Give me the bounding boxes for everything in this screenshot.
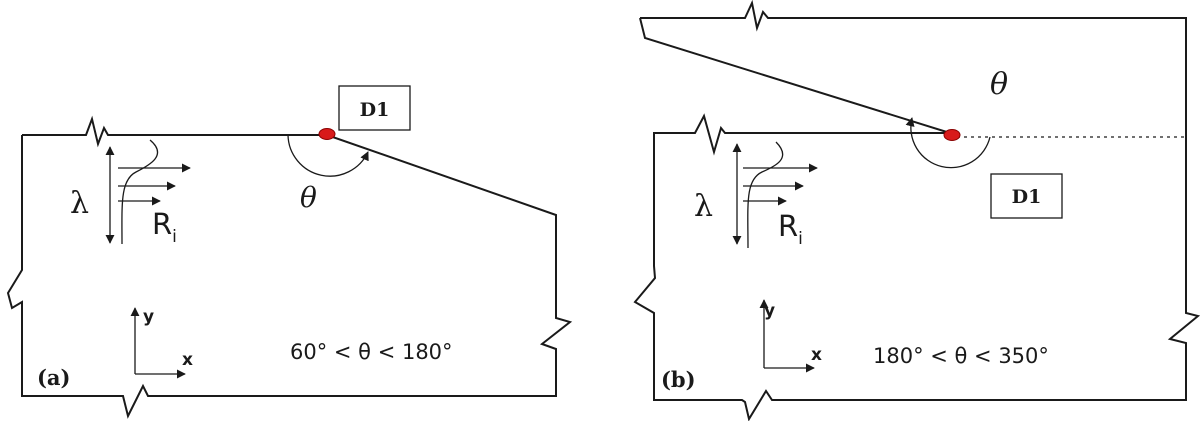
panel-a-label: (a) <box>37 365 70 390</box>
panel-b-x-axis-label: x <box>811 345 822 365</box>
panel-a-singularity-point <box>318 128 336 140</box>
panel-a-theta-symbol: θ <box>300 181 317 214</box>
panel-b-range-text: 180° < θ < 350° <box>873 344 1049 368</box>
panel-a-y-axis-label: y <box>143 307 154 327</box>
panel-a: λ Ri θ D1 y x (a) 60° < θ < 180° <box>6 85 573 419</box>
panel-b-theta-symbol: θ <box>990 67 1008 102</box>
panel-a-point-label: D1 <box>360 99 390 121</box>
panel-a-angle-arc <box>287 134 369 177</box>
panel-a-wavelength-symbol: λ <box>70 186 89 221</box>
panel-b: θ D1 λ Ri y x (b) 180° < θ < 350° <box>633 0 1200 421</box>
panel-b-y-axis-label: y <box>764 301 775 321</box>
panel-b-singularity-point <box>943 129 961 141</box>
panel-a-domain-outline <box>6 115 573 419</box>
panel-b-richardson-label: Ri <box>778 209 803 249</box>
panel-b-point-label: D1 <box>1012 186 1042 208</box>
panel-b-angle-arc <box>905 117 991 169</box>
panel-a-range-text: 60° < θ < 180° <box>290 340 453 364</box>
panel-b-point-label-box <box>990 173 1063 219</box>
panel-a-richardson-label: Ri <box>152 207 177 247</box>
panel-a-velocity-profile <box>121 139 159 245</box>
panel-b-label: (b) <box>661 367 696 392</box>
panel-b-velocity-profile <box>747 141 784 249</box>
panel-a-point-label-box <box>338 85 411 131</box>
panel-b-domain-outline <box>633 0 1200 421</box>
panel-b-wavelength-symbol: λ <box>694 189 713 224</box>
panel-a-x-axis-label: x <box>182 350 193 370</box>
